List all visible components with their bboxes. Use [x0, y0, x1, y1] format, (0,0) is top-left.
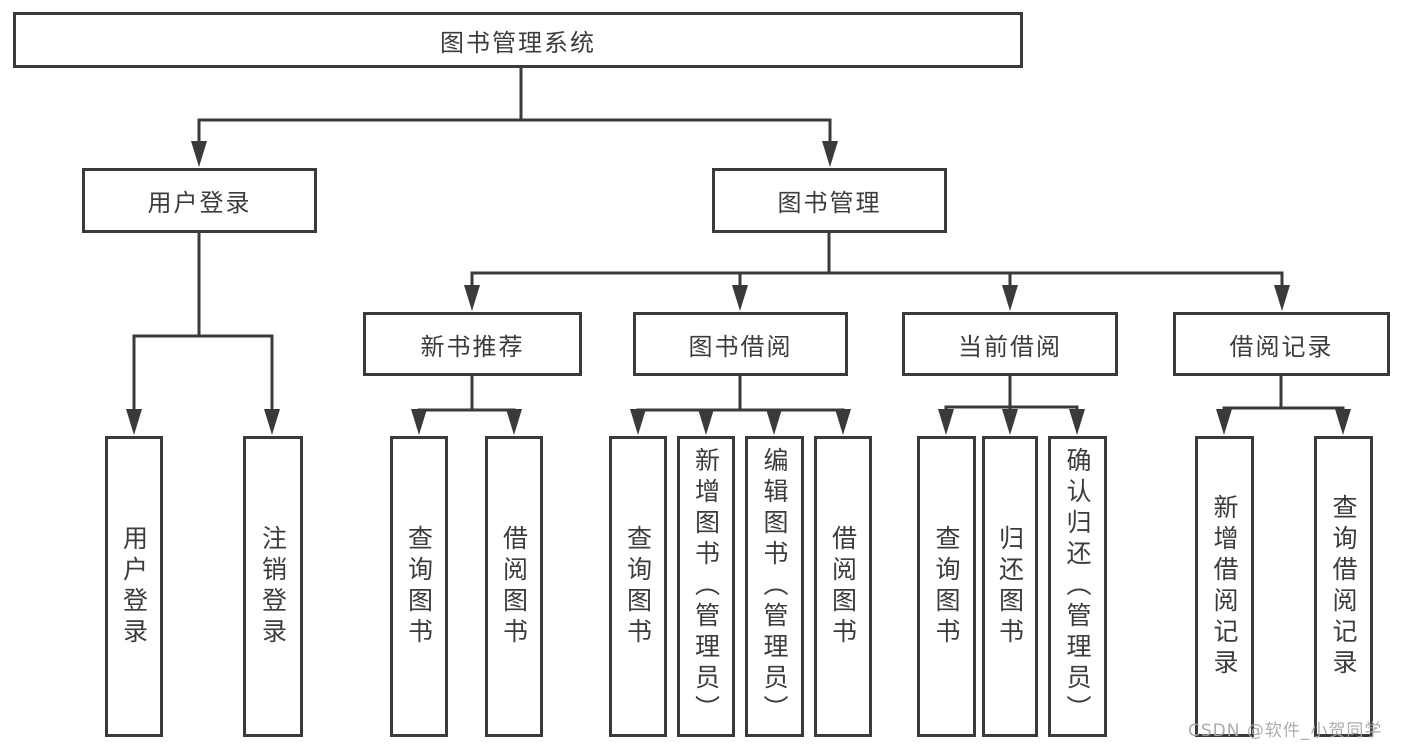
leaf-edit-books-admin: 编辑图书（管理员） [745, 436, 804, 737]
node-borrowing-records-label: 借阅记录 [1229, 332, 1334, 361]
leaf-borrow-books-2-label: 借阅图书 [828, 524, 858, 649]
leaf-confirm-return: 确认归还（管理员） [1048, 436, 1107, 737]
leaf-add-books-admin-label: 新增图书（管理员） [691, 447, 721, 726]
csdn-watermark: CSDN @软件_小贺同学 [1188, 721, 1383, 741]
leaf-return-books-label: 归还图书 [995, 524, 1025, 649]
leaf-query-books-1-label: 查询图书 [404, 524, 434, 649]
arrowheads [126, 141, 1351, 435]
node-current-borrowing: 当前借阅 [902, 312, 1118, 376]
node-root: 图书管理系统 [13, 12, 1023, 68]
leaf-borrow-books-2: 借阅图书 [814, 436, 872, 737]
node-book-borrowing-label: 图书借阅 [688, 332, 793, 361]
leaf-logout: 注销登录 [243, 436, 303, 737]
leaf-query-books-1: 查询图书 [390, 436, 448, 737]
leaf-confirm-return-label: 确认归还（管理员） [1063, 447, 1092, 726]
leaf-query-books-2-label: 查询图书 [623, 524, 653, 649]
leaf-query-borrow-record: 查询借阅记录 [1314, 436, 1373, 737]
leaf-borrow-books-1: 借阅图书 [485, 436, 543, 737]
leaf-query-books-2: 查询图书 [609, 436, 667, 737]
leaf-add-borrow-record-label: 新增借阅记录 [1210, 493, 1239, 680]
node-current-borrowing-label: 当前借阅 [958, 332, 1062, 361]
leaf-query-books-3: 查询图书 [917, 436, 976, 737]
node-book-management-label: 图书管理 [777, 189, 882, 217]
node-new-book-recommend: 新书推荐 [363, 312, 582, 376]
leaf-add-borrow-record: 新增借阅记录 [1195, 436, 1254, 737]
leaf-borrow-books-1-label: 借阅图书 [499, 524, 529, 649]
leaf-query-borrow-record-label: 查询借阅记录 [1329, 493, 1358, 680]
leaf-edit-books-admin-label: 编辑图书（管理员） [760, 447, 789, 726]
node-root-label: 图书管理系统 [440, 28, 596, 57]
node-borrowing-records: 借阅记录 [1173, 312, 1390, 376]
leaf-user-login: 用户登录 [105, 436, 163, 737]
leaf-query-books-3-label: 查询图书 [932, 524, 961, 649]
leaf-user-login-label: 用户登录 [119, 524, 149, 649]
leaf-return-books: 归还图书 [982, 436, 1038, 737]
leaf-logout-label: 注销登录 [258, 524, 288, 649]
node-book-borrowing: 图书借阅 [633, 312, 848, 376]
leaf-add-books-admin: 新增图书（管理员） [677, 436, 735, 737]
node-book-management: 图书管理 [712, 168, 947, 233]
node-user-login-label: 用户登录 [147, 189, 252, 217]
node-new-book-recommend-label: 新书推荐 [420, 332, 525, 361]
node-user-login: 用户登录 [82, 168, 317, 233]
